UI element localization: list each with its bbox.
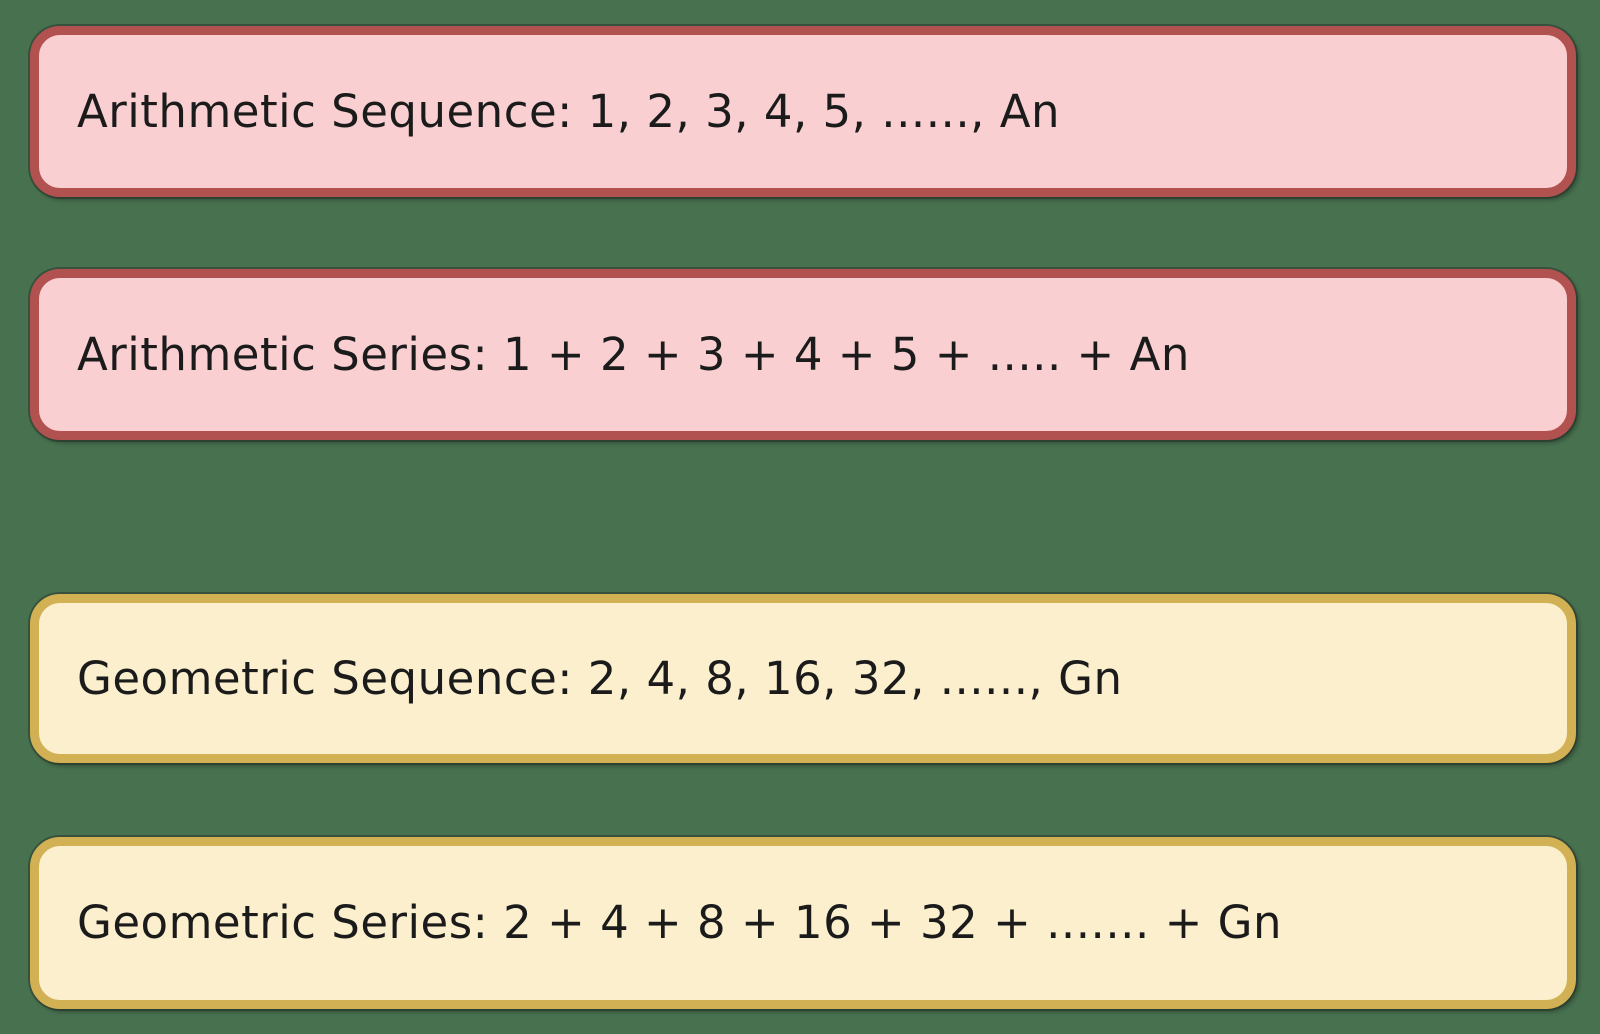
geometric-sequence-box: Geometric Sequence: 2, 4, 8, 16, 32, ...… <box>30 594 1576 763</box>
geometric-sequence-label: Geometric Sequence: 2, 4, 8, 16, 32, ...… <box>77 651 1123 705</box>
arithmetic-sequence-box: Arithmetic Sequence: 1, 2, 3, 4, 5, ....… <box>30 26 1576 197</box>
arithmetic-series-label: Arithmetic Series: 1 + 2 + 3 + 4 + 5 + .… <box>77 327 1190 381</box>
arithmetic-sequence-label: Arithmetic Sequence: 1, 2, 3, 4, 5, ....… <box>77 84 1061 138</box>
geometric-series-box: Geometric Series: 2 + 4 + 8 + 16 + 32 + … <box>30 837 1576 1009</box>
geometric-series-label: Geometric Series: 2 + 4 + 8 + 16 + 32 + … <box>77 896 1282 949</box>
arithmetic-series-box: Arithmetic Series: 1 + 2 + 3 + 4 + 5 + .… <box>30 269 1576 440</box>
